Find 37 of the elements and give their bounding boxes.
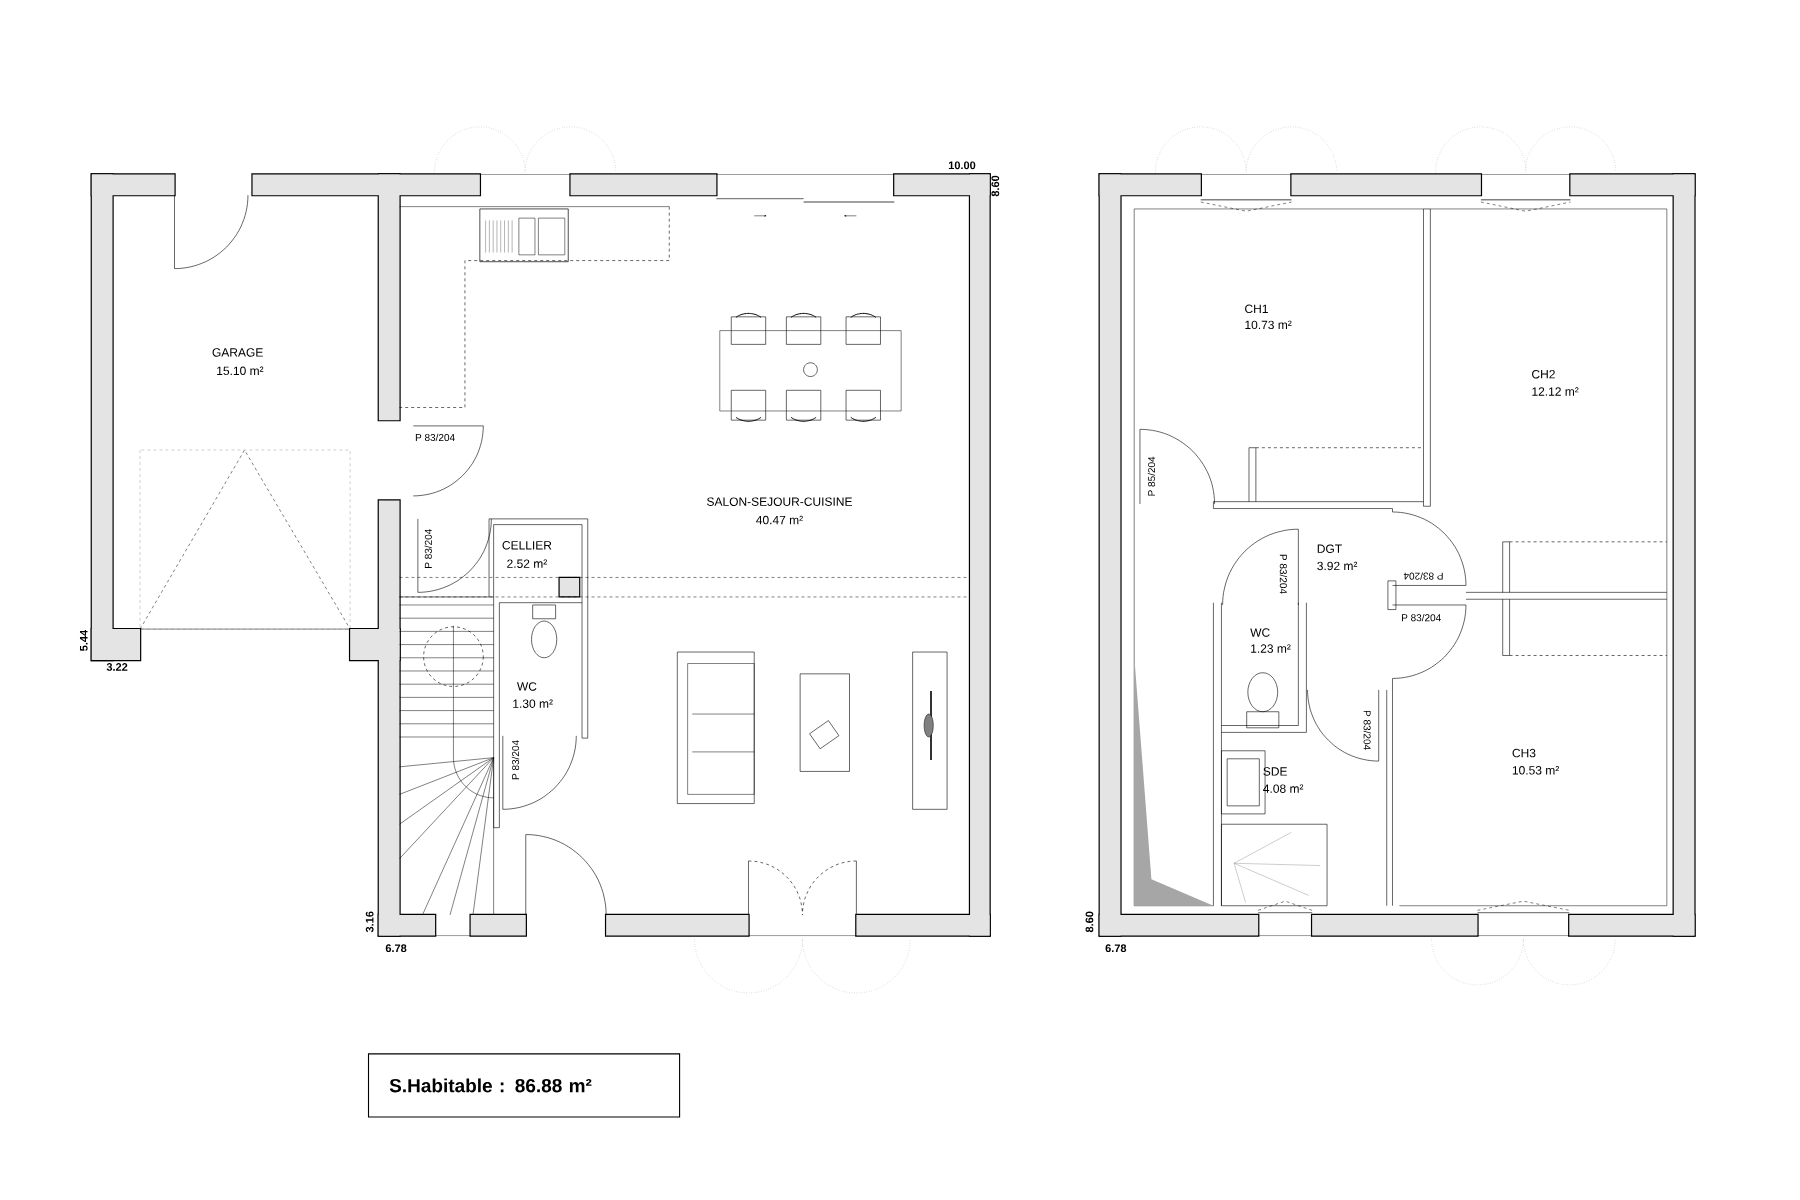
- door-label: P 83/204: [1363, 711, 1371, 750]
- room-area: 3.92 m²: [1317, 561, 1358, 571]
- room-area: 2.52 m²: [507, 559, 547, 569]
- room-name: CELLIER: [502, 541, 552, 550]
- room-area: 4.08 m²: [1263, 784, 1304, 794]
- room-area: 40.47 m²: [756, 515, 803, 525]
- room-area: 10.53 m²: [1512, 766, 1560, 775]
- dimension-label: 6.78: [385, 944, 407, 953]
- dimension-label: 6.78: [1105, 944, 1127, 953]
- dimension-label: 3.16: [365, 911, 374, 933]
- info-box: S.Habitable : 86.88 m²: [367, 1053, 681, 1118]
- room-name: CH1: [1245, 304, 1268, 314]
- dimension-label: 10.00: [948, 161, 976, 170]
- door-label: P 83/204: [1279, 554, 1288, 594]
- room-name: SALON-SEJOUR-CUISINE: [707, 497, 852, 507]
- room-area: 15.10 m²: [217, 366, 264, 376]
- door-label: P 83/204: [424, 529, 432, 569]
- room-area: 12.12 m²: [1532, 387, 1579, 396]
- door-label: P 83/204: [1402, 614, 1441, 622]
- room-area: 1.30 m²: [513, 699, 553, 709]
- room-area: 10.73 m²: [1245, 320, 1292, 330]
- dimension-label: 5.44: [80, 630, 88, 652]
- room-name: SDE: [1263, 767, 1287, 776]
- room-name: CH2: [1532, 370, 1555, 379]
- dimension-label: 3.22: [106, 663, 128, 672]
- room-name: CH3: [1512, 749, 1536, 758]
- room-area: 1.23 m²: [1251, 644, 1291, 654]
- room-name: WC: [516, 682, 537, 691]
- room-name: GARAGE: [212, 348, 263, 357]
- dimension-label: 8.60: [991, 175, 1000, 197]
- dimension-label: 8.60: [1085, 911, 1094, 933]
- door-label: P 83/204: [1403, 572, 1443, 581]
- room-name: DGT: [1317, 544, 1342, 554]
- room-name: WC: [1250, 628, 1270, 637]
- door-label: P 83/204: [511, 740, 520, 780]
- door-label: P 83/204: [415, 433, 455, 442]
- door-label: P 85/204: [1147, 456, 1156, 496]
